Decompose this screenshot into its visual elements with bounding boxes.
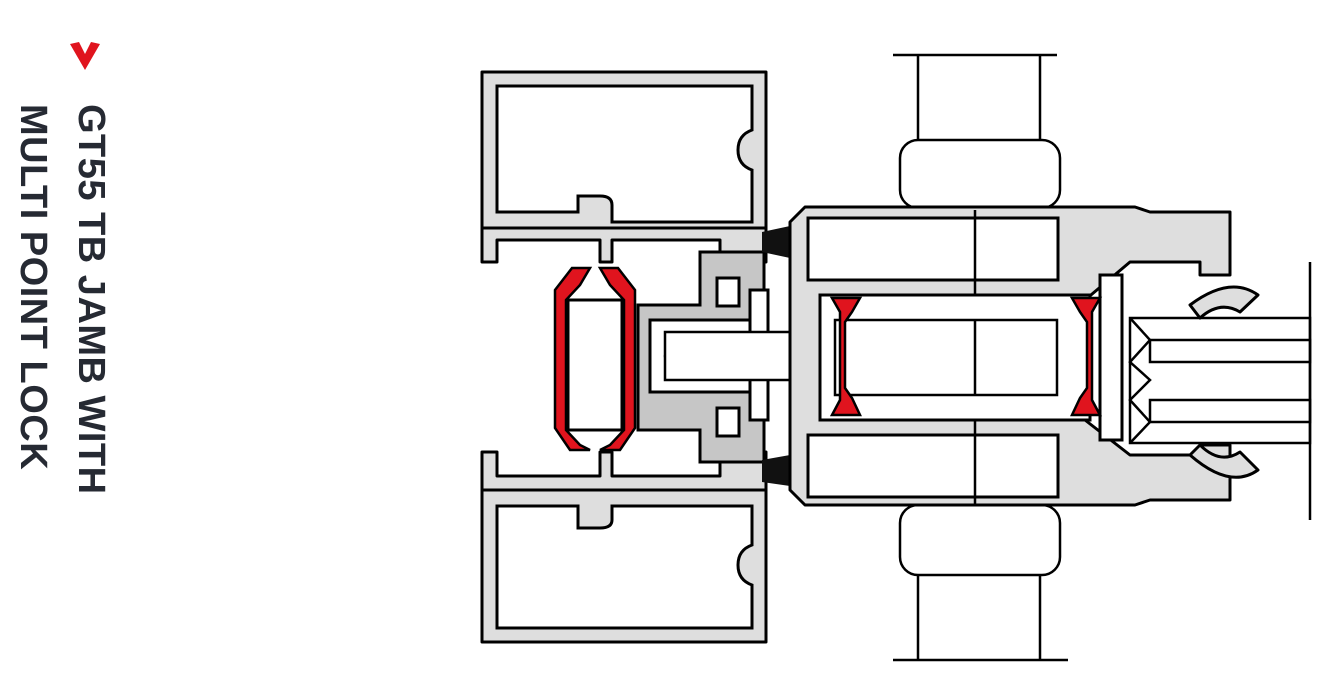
title-line-1: GT55 TB JAMB WITH [70, 104, 112, 495]
top-glass-bead [893, 53, 1062, 210]
title-line-2: MULTI POINT LOCK [12, 104, 54, 471]
bottom-glass-bead [893, 503, 1068, 662]
sash-thermal-break [829, 296, 1103, 417]
chevron-down-icon [70, 42, 100, 70]
adaptor-profile [636, 250, 807, 464]
sash-profile [788, 205, 1232, 507]
glazing-unit [1128, 262, 1312, 520]
section-title: GT55 TB JAMB WITH MULTI POINT LOCK [4, 104, 120, 495]
thermal-break-polyamide [553, 266, 637, 452]
